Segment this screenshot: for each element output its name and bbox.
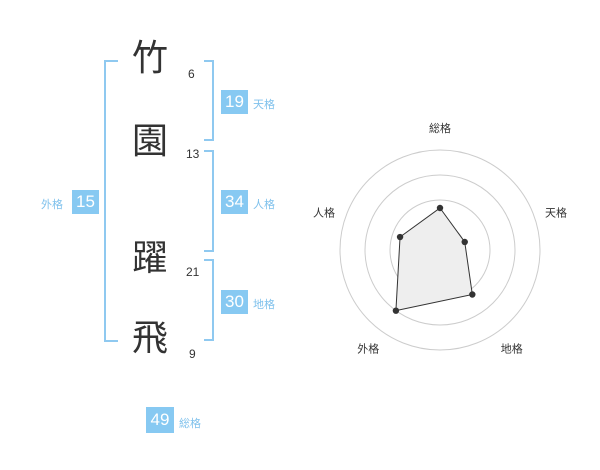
- radar-axis-label: 天格: [545, 205, 567, 219]
- tenkaku-bracket: [204, 60, 214, 141]
- radar-ring: [364, 174, 516, 326]
- stroke-count-4: 9: [189, 347, 196, 361]
- radar-ring: [339, 149, 541, 351]
- radar-point: [392, 307, 400, 314]
- radar-polygon: [395, 207, 473, 312]
- chikaku-bracket: [204, 259, 214, 341]
- radar-point: [436, 204, 444, 212]
- name-char-3: 躍: [131, 238, 168, 279]
- stroke-count-2: 13: [186, 147, 200, 161]
- radar-axis-label: 総格: [429, 121, 451, 135]
- stroke-count-1: 6: [188, 67, 195, 81]
- stroke-count-3: 21: [186, 265, 200, 279]
- gaikaku-score: 15: [72, 190, 99, 214]
- name-char-2: 園: [131, 121, 168, 162]
- soukaku-score: 49: [146, 407, 174, 433]
- tenkaku-label: 天格: [253, 98, 275, 111]
- jinkaku-bracket: [204, 150, 214, 252]
- soukaku-label: 総格: [179, 417, 201, 430]
- jinkaku-score: 34: [221, 190, 248, 214]
- radar-point: [461, 238, 468, 246]
- chikaku-score: 30: [221, 290, 248, 314]
- radar-point: [469, 291, 476, 298]
- name-char-1: 竹: [131, 38, 168, 79]
- chikaku-label: 地格: [253, 298, 275, 311]
- radar-points: [392, 204, 476, 314]
- radar-point: [396, 233, 404, 241]
- radar-axis-label: 外格: [357, 342, 379, 356]
- jinkaku-label: 人格: [253, 198, 275, 211]
- radar-axis-label: 人格: [313, 205, 335, 219]
- radar-axis-label: 地格: [501, 342, 523, 356]
- gaikaku-bracket: [104, 60, 118, 342]
- gaikaku-label: 外格: [41, 198, 63, 211]
- name-char-4: 飛: [131, 318, 168, 359]
- tenkaku-score: 19: [221, 90, 248, 114]
